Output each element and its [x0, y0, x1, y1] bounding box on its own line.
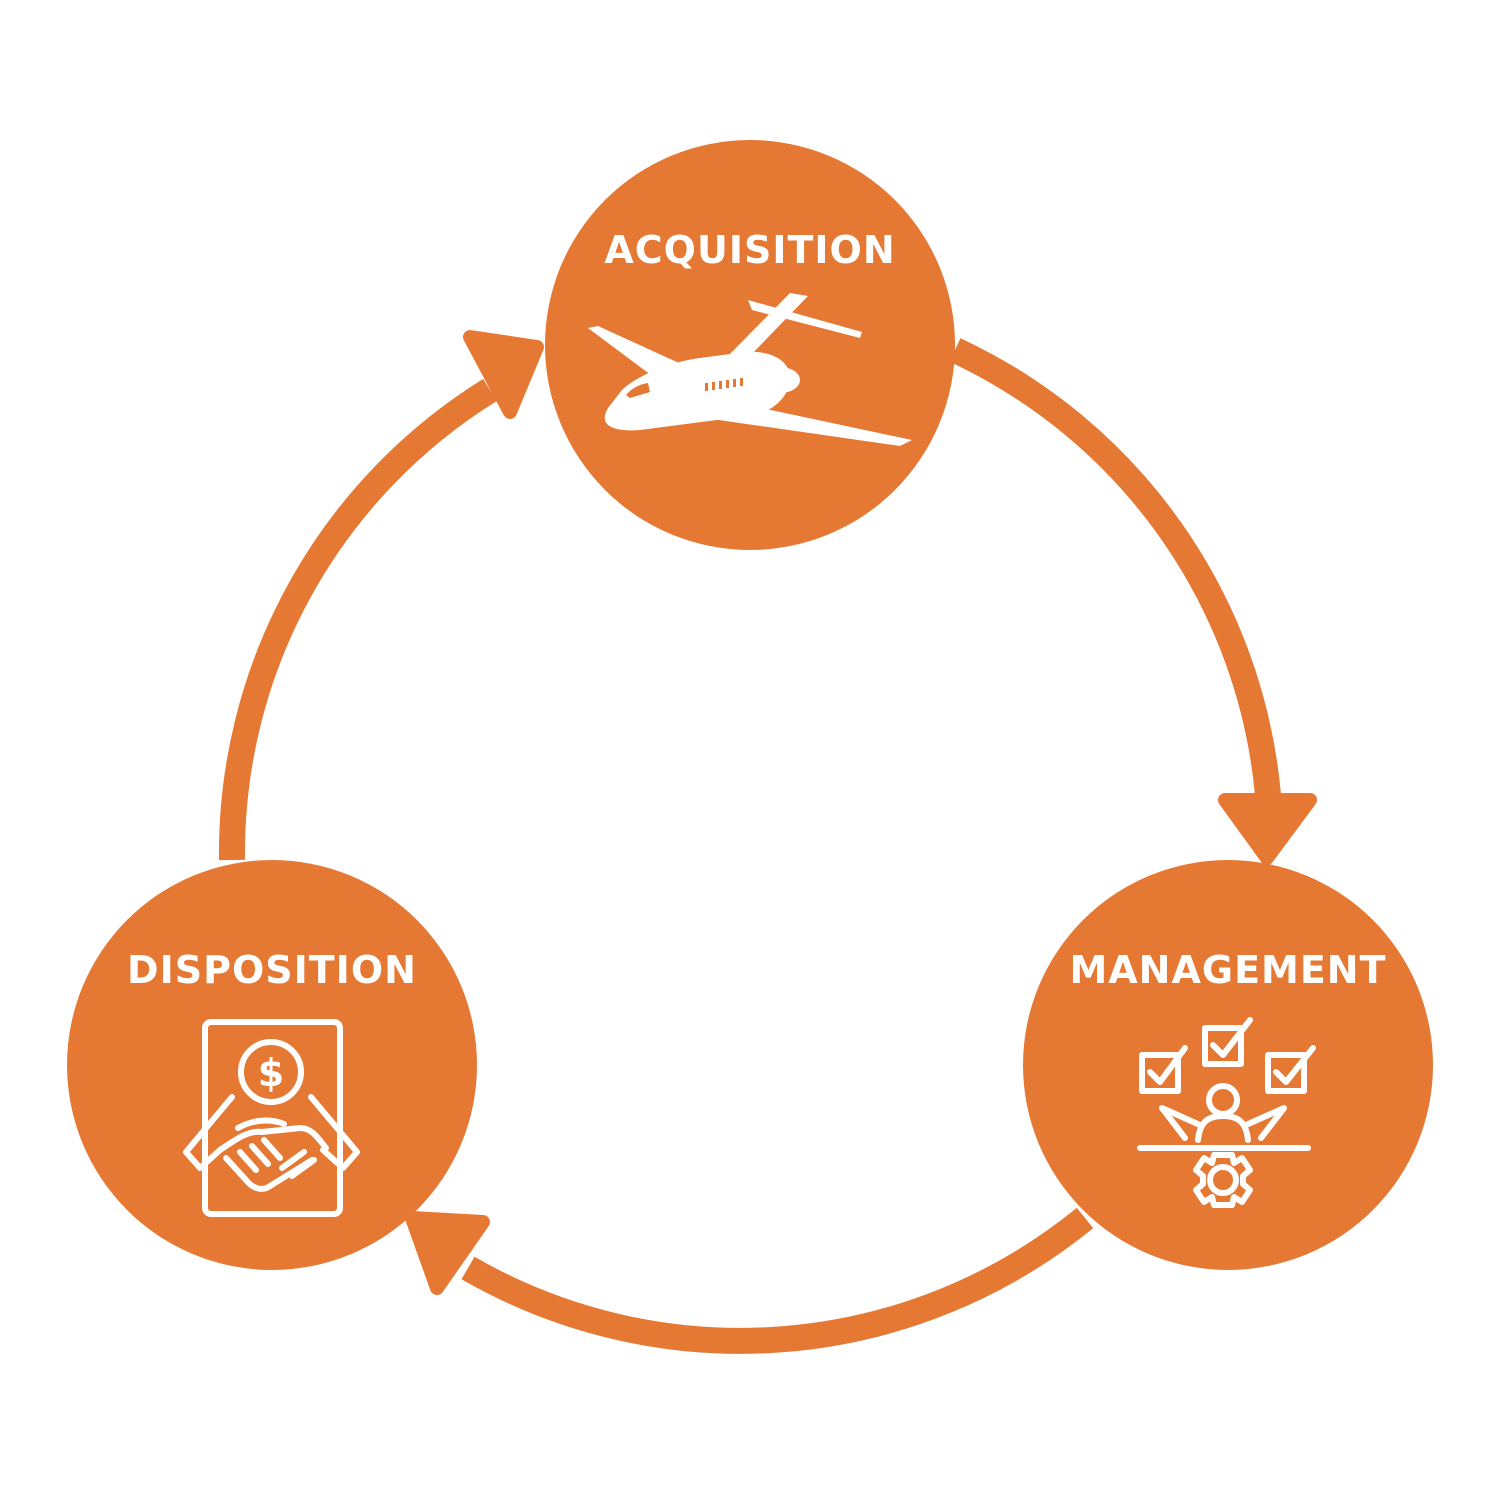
management-checklist-gear-icon: [1137, 1017, 1316, 1208]
airplane-windows: [626, 378, 743, 398]
cycle-connectors: [218, 338, 1281, 1354]
arrowhead-to-management: [1218, 793, 1317, 865]
arrowhead-to-acquisition: [463, 330, 544, 419]
arc-management-to-disposition: [461, 1207, 1094, 1354]
arc-acquisition-to-management: [949, 338, 1281, 797]
cycle-arrowheads: [405, 330, 1317, 1295]
node-management-label: MANAGEMENT: [1069, 948, 1386, 992]
airplane-icon: [588, 293, 912, 446]
node-acquisition: ACQUISITION: [545, 140, 955, 550]
arc-disposition-to-acquisition: [218, 378, 497, 861]
handshake-dollar-icon: $: [183, 1019, 360, 1217]
node-acquisition-label: ACQUISITION: [604, 228, 895, 272]
svg-text:$: $: [258, 1051, 284, 1095]
node-disposition: DISPOSITION $: [67, 860, 477, 1270]
node-disposition-circle: [67, 860, 477, 1270]
node-management: MANAGEMENT: [1023, 860, 1433, 1270]
node-disposition-label: DISPOSITION: [127, 948, 417, 992]
arrowhead-to-disposition: [405, 1211, 490, 1295]
